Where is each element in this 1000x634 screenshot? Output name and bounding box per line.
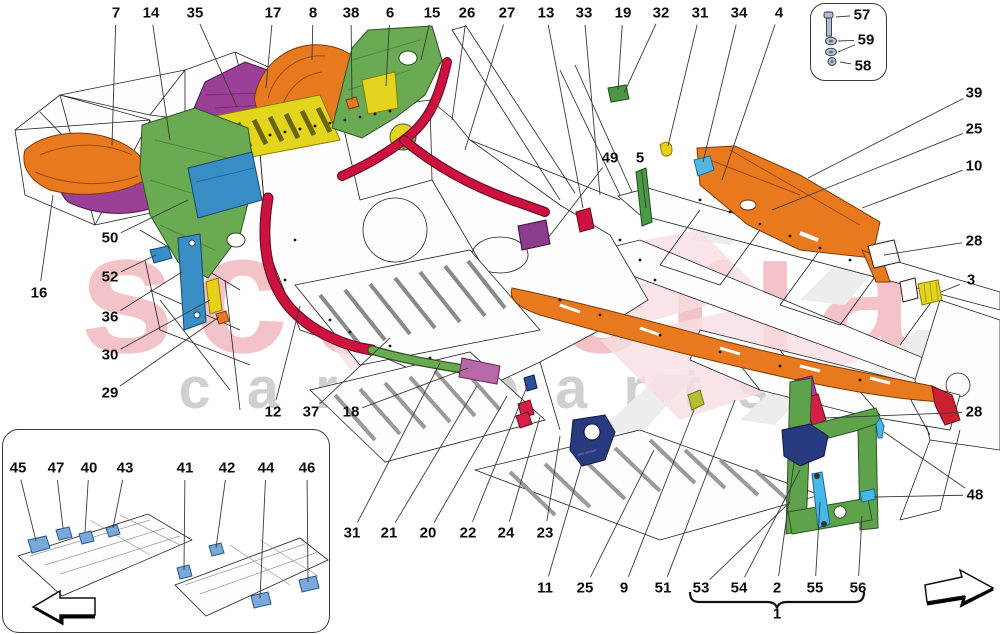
callout-27: 27 [498,4,516,22]
callout-28: 28 [965,403,983,421]
callout-47: 47 [47,459,65,477]
callout-58: 58 [854,57,872,75]
side-rail-orange-lower [510,287,961,426]
rivet-dots [268,109,862,382]
callout-33: 33 [575,4,593,22]
callout-26: 26 [458,4,476,22]
callout-15: 15 [423,4,441,22]
upper-frame-green [331,25,443,139]
a-pillar-red [337,57,550,217]
sill-strip-green [367,345,473,375]
callout-8: 8 [308,4,318,22]
inset-floor-panels [17,513,329,626]
sill-member-red [259,192,378,356]
callout-11: 11 [537,579,553,597]
callout-5: 5 [635,149,645,167]
callout-4: 4 [774,4,784,22]
wishbone-bracket-navy [569,414,616,467]
callout-18: 18 [342,403,360,421]
callout-57: 57 [853,6,871,24]
callout-31: 31 [691,4,709,22]
direction-arrow-right [924,568,995,608]
callout-9: 9 [619,579,629,597]
callout-16: 16 [30,284,48,302]
callout-19: 19 [614,4,632,22]
callout-29: 29 [101,384,119,402]
fastener-legend [823,11,837,66]
callout-32: 32 [652,4,670,22]
callout-49: 49 [601,149,619,167]
group-bracket [688,591,866,609]
callout-40: 40 [80,459,98,477]
callout-52: 52 [101,268,119,286]
leader-lines [20,15,966,599]
callout-37: 37 [302,403,320,421]
callout-51: 51 [654,579,672,597]
callout-48: 48 [966,486,984,504]
callout-1: 1 [772,605,782,623]
callout-38: 38 [342,4,360,22]
callout-35: 35 [186,4,204,22]
callout-24: 24 [497,524,515,542]
callout-17: 17 [264,4,282,22]
callout-44: 44 [257,459,275,477]
callout-12: 12 [264,403,282,421]
callout-21: 21 [380,524,398,542]
callout-41: 41 [176,459,194,477]
callout-39: 39 [965,84,983,102]
callout-42: 42 [218,459,236,477]
callout-6: 6 [385,4,395,22]
callout-59: 59 [857,31,875,49]
quarter-rail-orange-upper [696,145,891,283]
callout-55: 55 [806,579,824,597]
quarter-window-panel-blue [187,151,263,219]
callout-22: 22 [459,524,477,542]
callout-28: 28 [965,232,983,250]
callout-20: 20 [419,524,437,542]
callout-23: 23 [536,524,554,542]
callout-7: 7 [111,4,121,22]
callout-53: 53 [692,579,710,597]
callout-10: 10 [965,157,983,175]
callout-34: 34 [730,4,748,22]
rear-subframe-green [781,377,885,535]
callout-54: 54 [730,579,748,597]
callout-31: 31 [343,524,361,542]
fastener-legend-box [810,3,887,81]
callout-13: 13 [537,4,555,22]
callout-2: 2 [772,579,782,597]
callout-56: 56 [849,579,867,597]
callout-3: 3 [966,271,976,289]
callout-46: 46 [298,459,316,477]
callout-43: 43 [116,459,134,477]
callout-50: 50 [101,229,119,247]
callout-25: 25 [576,579,594,597]
callout-25: 25 [965,120,983,138]
callout-45: 45 [9,459,27,477]
callout-30: 30 [101,346,119,364]
callout-14: 14 [142,4,160,22]
fixings-inset-box [2,429,330,633]
callout-36: 36 [101,308,119,326]
